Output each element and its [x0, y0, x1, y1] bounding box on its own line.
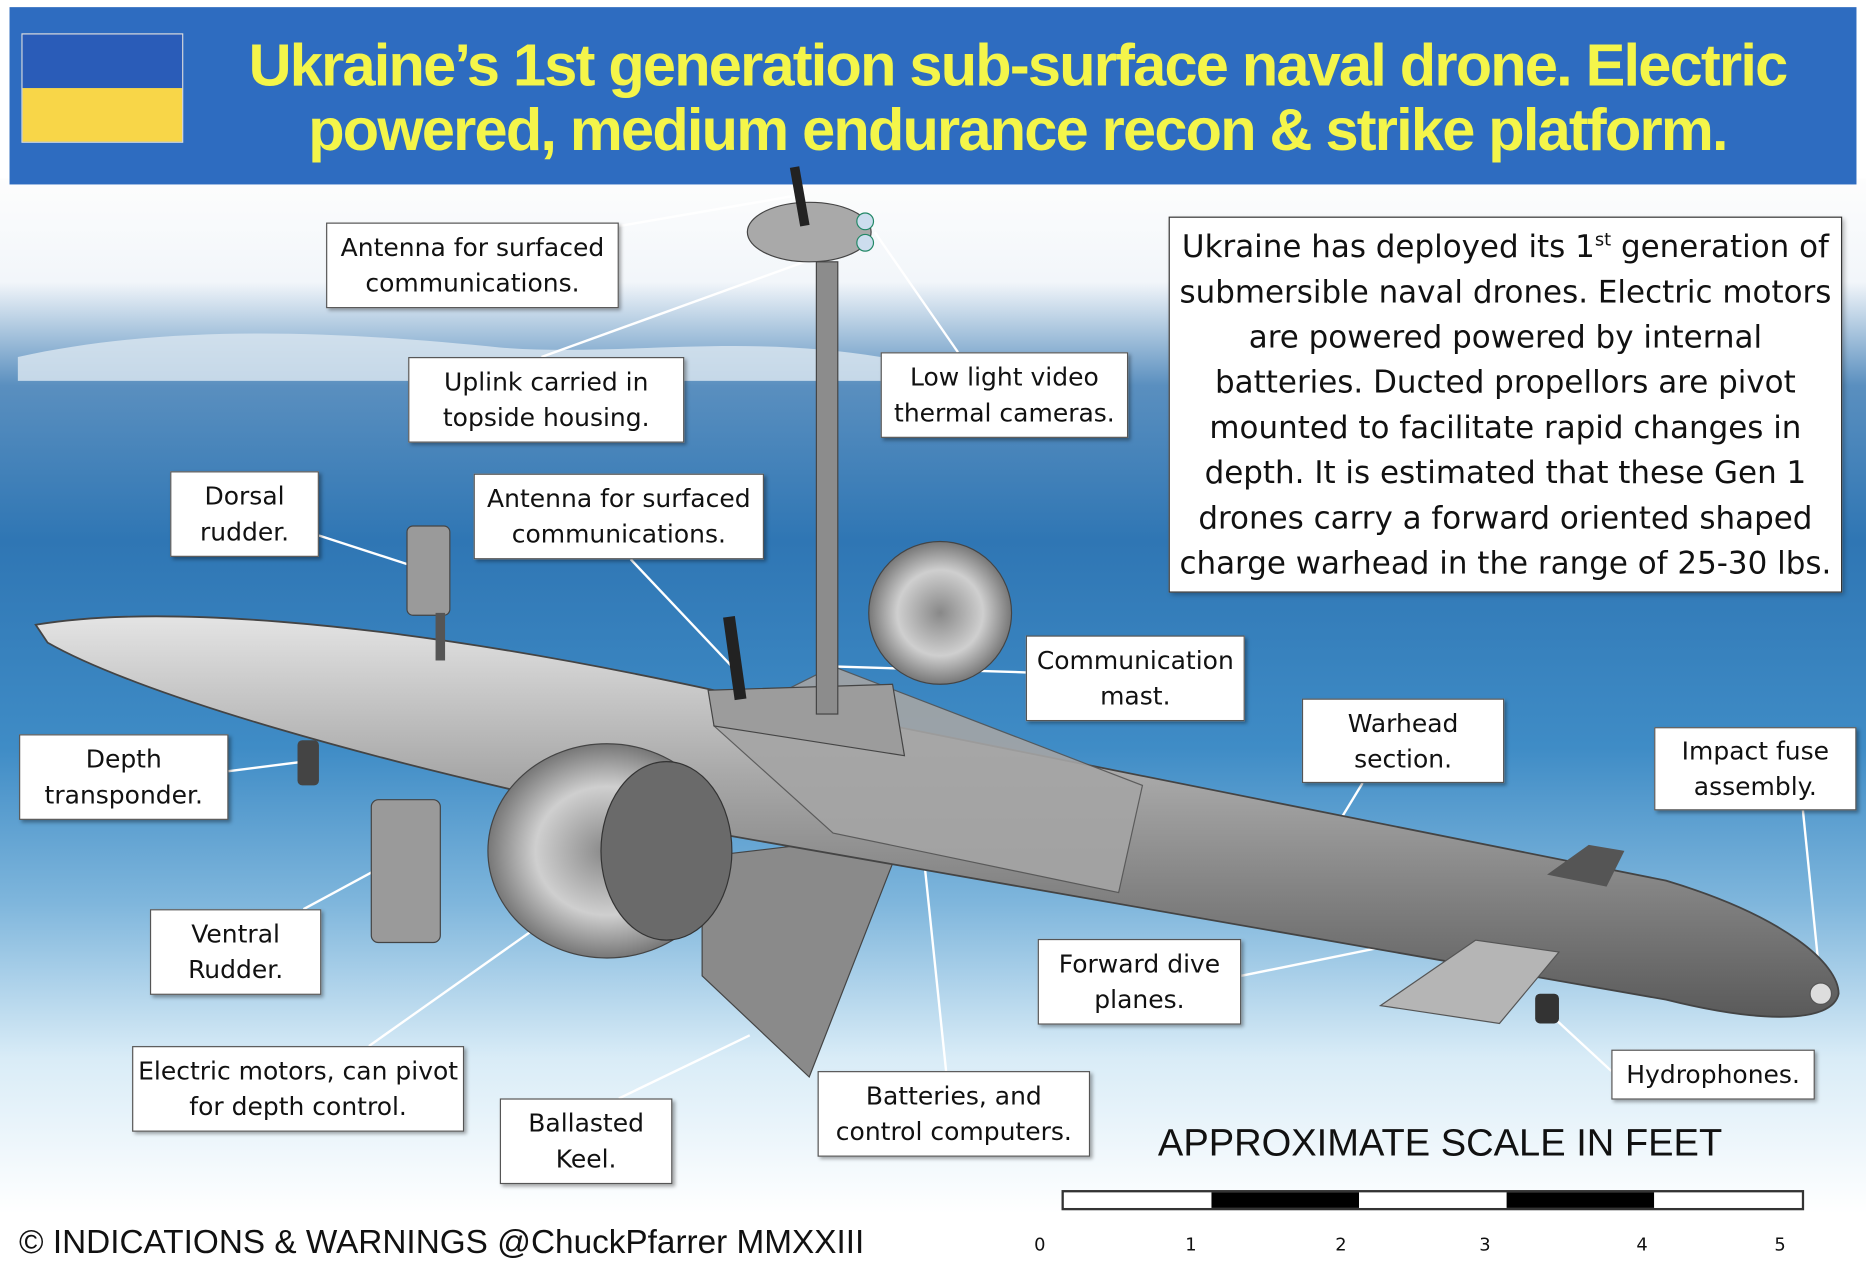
header-banner: [9, 7, 1857, 185]
dorsal-rudder: [406, 525, 451, 616]
scale-tick: 2: [1335, 1234, 1347, 1256]
label-forward-dive-planes: Forward dive planes.: [1037, 938, 1242, 1025]
label-antenna-surfaced-top: Antenna for surfaced communications.: [326, 222, 619, 309]
ballasted-keel: [701, 832, 906, 1079]
label-warhead-section: Warhead section.: [1301, 698, 1505, 784]
label-communication-mast: Communication mast.: [1025, 635, 1245, 722]
info-text: Ukraine has deployed its 1: [1181, 229, 1595, 266]
ukraine-flag: [21, 33, 184, 143]
copyright: © INDICATIONS & WARNINGS @ChuckPfarrer M…: [19, 1223, 865, 1261]
dorsal-fin-forward: [1547, 844, 1625, 887]
label-batteries: Batteries, and control computers.: [817, 1071, 1091, 1157]
label-dorsal-rudder: Dorsal rudder.: [170, 471, 319, 557]
scale-tick: 5: [1774, 1234, 1786, 1256]
impact-fuse: [1809, 982, 1833, 1005]
antenna-hull: [723, 615, 747, 701]
camera-lens: [856, 212, 875, 231]
page-title: Ukraine’s 1st generation sub-surface nav…: [248, 32, 1789, 164]
scale-tick: 0: [1034, 1234, 1046, 1256]
antenna-top: [789, 166, 810, 227]
hydrophone: [1535, 993, 1559, 1024]
communication-mast: [815, 261, 839, 715]
label-uplink: Uplink carried in topside housing.: [408, 357, 685, 443]
label-ballasted-keel: Ballasted Keel.: [499, 1098, 673, 1185]
label-antenna-surfaced-hull: Antenna for surfaced communications.: [473, 473, 765, 560]
depth-transponder: [297, 740, 319, 786]
label-depth-transponder: Depth transponder.: [19, 734, 229, 820]
label-electric-motors: Electric motors, can pivot for depth con…: [132, 1046, 465, 1132]
scale-bar: [1061, 1190, 1805, 1211]
scale-tick: 3: [1479, 1234, 1491, 1256]
label-impact-fuse: Impact fuse assembly.: [1654, 727, 1857, 811]
motor-duct-far: [868, 540, 1013, 685]
info-box: Ukraine has deployed its 1st generation …: [1168, 216, 1843, 593]
forward-dive-plane: [1378, 939, 1561, 1025]
scale-tick: 4: [1636, 1234, 1648, 1256]
ventral-rudder: [370, 799, 441, 944]
scale-tick: 1: [1185, 1234, 1197, 1256]
label-cameras: Low light video thermal cameras.: [880, 352, 1129, 438]
label-hydrophones: Hydrophones.: [1611, 1049, 1815, 1100]
scale-title: APPROXIMATE SCALE IN FEET: [1157, 1121, 1723, 1164]
mast-head-housing: [746, 201, 872, 263]
info-superscript: st: [1594, 228, 1612, 251]
label-ventral-rudder: Ventral Rudder.: [149, 909, 322, 995]
info-text-cont: generation of submersible naval drones. …: [1179, 229, 1832, 582]
